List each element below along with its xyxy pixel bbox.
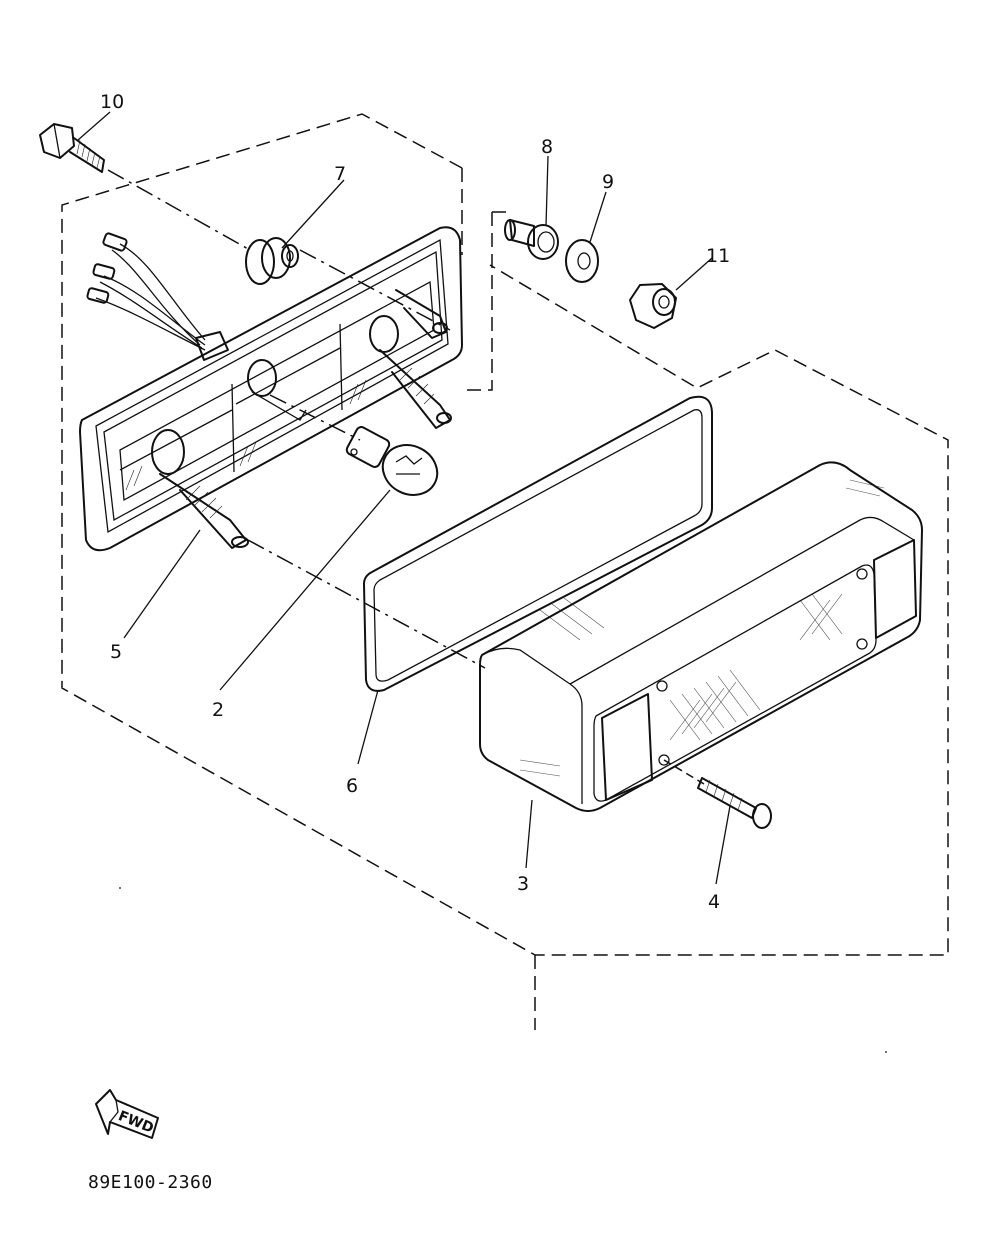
callout-3: 3 (517, 873, 529, 895)
bulb-part-2 (345, 426, 439, 496)
washer-part-9 (565, 239, 599, 283)
tail-light-base (79, 226, 463, 552)
grommet-part-7 (245, 237, 299, 285)
nut-part-11 (629, 283, 677, 329)
callout-4: 4 (708, 891, 720, 913)
collar-part-8 (504, 219, 559, 260)
screw-part-4 (663, 759, 772, 829)
callout-7: 7 (334, 163, 346, 185)
leader-lines (77, 111, 731, 885)
lens-part-3 (479, 461, 923, 812)
callout-6: 6 (346, 775, 358, 797)
callout-5: 5 (110, 641, 122, 663)
forward-direction-arrow-icon: FWD (95, 1089, 159, 1139)
callout-8: 8 (541, 136, 553, 158)
callout-11: 11 (706, 245, 730, 267)
assembly-boundary (61, 113, 949, 1030)
bolt-part-10 (39, 123, 105, 173)
gasket-part-6 (363, 395, 713, 692)
callout-9: 9 (602, 171, 614, 193)
callout-10: 10 (100, 91, 124, 113)
callout-2: 2 (212, 699, 224, 721)
diagram-code: 89E100-2360 (88, 1172, 213, 1193)
